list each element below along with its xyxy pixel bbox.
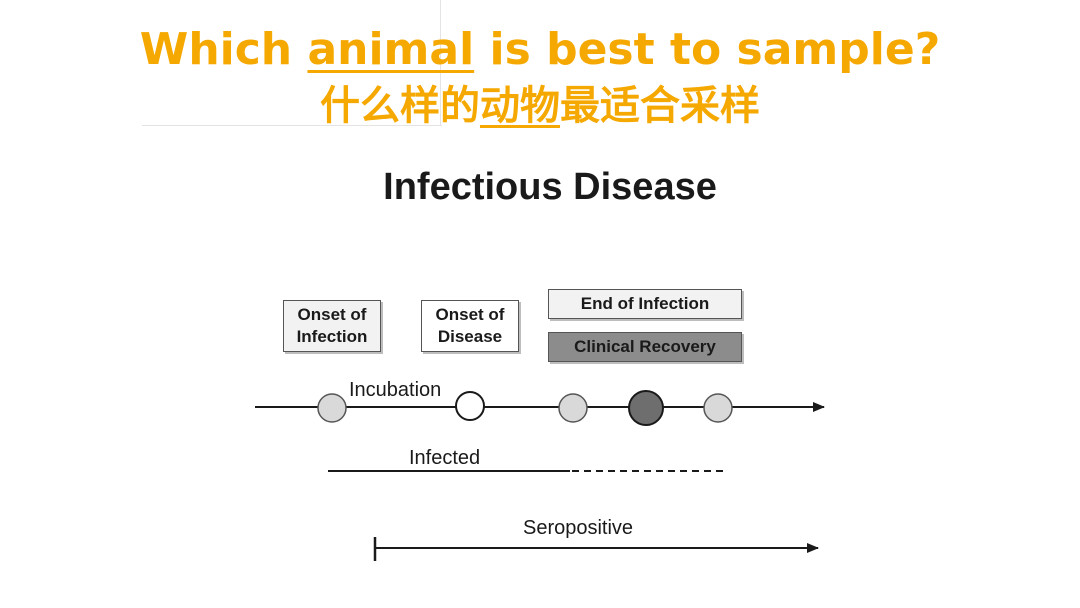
incubation-label: Incubation <box>349 379 442 401</box>
seropositive-label: Seropositive <box>523 517 634 539</box>
guide-line-vertical <box>440 0 441 125</box>
slide-title-chinese: 什么样的动物最适合采样 <box>0 80 1080 132</box>
title-en-underlined: animal <box>307 24 475 75</box>
title-zh-part2: 最适合采样 <box>560 83 760 129</box>
clinical-recovery-box: Clinical Recovery <box>548 332 742 362</box>
node-after-recovery <box>703 393 733 423</box>
node-end-infection <box>558 393 588 423</box>
end-of-infection-box: End of Infection <box>548 289 742 319</box>
title-en-part1: Which <box>139 24 308 75</box>
title-zh-underlined: 动物 <box>480 83 560 129</box>
node-onset-disease <box>455 391 485 421</box>
node-clinical-recovery <box>628 390 664 426</box>
onset-disease-line1: Onset of <box>435 305 505 324</box>
node-onset-infection <box>317 393 347 423</box>
onset-infection-line2: Infection <box>296 327 368 346</box>
title-zh-part1: 什么样的 <box>320 83 480 129</box>
slide-title-english: Which animal is best to sample? <box>0 22 1080 78</box>
diagram-title: Infectious Disease <box>383 166 717 208</box>
guide-line-horizontal <box>142 125 442 126</box>
onset-of-disease-box: Onset of Disease <box>421 300 519 352</box>
onset-infection-line1: Onset of <box>297 305 367 324</box>
onset-disease-line2: Disease <box>437 327 503 346</box>
onset-of-infection-box: Onset of Infection <box>283 300 381 352</box>
infected-label: Infected <box>409 447 481 469</box>
title-en-part2: is best to sample? <box>474 24 941 75</box>
